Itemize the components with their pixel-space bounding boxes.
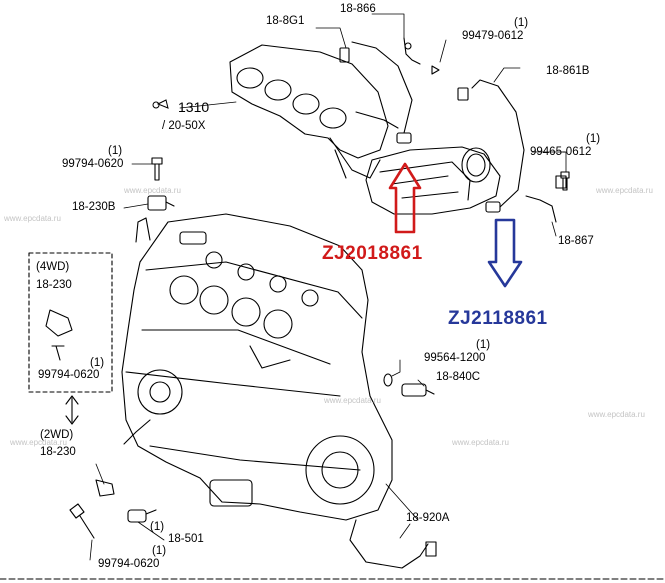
red-part-code: ZJ2018861 xyxy=(322,243,423,264)
label-99465-0612: 99465-0612 xyxy=(530,146,592,158)
leader-lines xyxy=(89,13,567,561)
label-20-50x: / 20-50X xyxy=(162,120,206,132)
label-4wd: (4WD) xyxy=(36,261,70,273)
bolt-top xyxy=(151,157,163,181)
watermark: www.epcdata.ru xyxy=(596,186,653,195)
red-arrow xyxy=(388,162,422,234)
exhaust-manifold xyxy=(229,44,399,179)
bolt-right xyxy=(560,171,570,191)
qty-99794-bot: (1) xyxy=(152,545,167,557)
qty-18-501: (1) xyxy=(150,521,165,533)
qty-99465: (1) xyxy=(586,133,601,145)
watermark: www.epcdata.ru xyxy=(10,438,67,447)
qty-99564: (1) xyxy=(476,339,491,351)
cam-position-sensor xyxy=(147,195,175,211)
label-99479-0612: 99479-0612 xyxy=(462,30,524,42)
label-99794-0620-top: 99794-0620 xyxy=(62,158,124,170)
label-18-230b: 18-230B xyxy=(72,201,116,213)
label-99794-0620-mid: 99794-0620 xyxy=(38,369,100,381)
label-18-230-2wd: 18-230 xyxy=(40,446,76,458)
watermark: www.epcdata.ru xyxy=(324,396,381,405)
label-18-8g1: 18-8G1 xyxy=(266,15,305,27)
4wd-box xyxy=(28,252,113,393)
swap-arrow xyxy=(65,395,79,425)
qty-99479: (1) xyxy=(514,17,529,29)
qty-99794-mid: (1) xyxy=(90,357,105,369)
blue-part-code: ZJ2118861 xyxy=(448,308,548,329)
qty-99794-top: (1) xyxy=(108,145,123,157)
temperature-sensor xyxy=(383,373,435,397)
label-18-861b: 18-861B xyxy=(546,65,590,77)
rear-oxygen-sensor xyxy=(457,79,525,213)
watermark: www.epcdata.ru xyxy=(4,214,61,223)
label-2wd: (2WD) xyxy=(40,429,74,441)
blue-arrow xyxy=(487,218,523,288)
label-18-866: 18-866 xyxy=(340,3,376,15)
bolt-bottom xyxy=(69,503,95,539)
rear-sensor-bracket xyxy=(525,175,567,223)
label-18-230-4wd: 18-230 xyxy=(36,279,72,291)
watermark: www.epcdata.ru xyxy=(452,438,509,447)
part-pointer-icon xyxy=(152,99,169,109)
label-99794-0620-bot: 99794-0620 xyxy=(98,558,160,570)
label-18-920a: 18-920A xyxy=(406,512,450,524)
crank-sensor-harness xyxy=(349,519,437,569)
crank-sensor-2wd xyxy=(95,479,115,497)
catalytic-converter xyxy=(365,146,501,215)
label-18-840c: 18-840C xyxy=(436,371,481,383)
sensor-bracket xyxy=(403,37,440,75)
label-18-501: 18-501 xyxy=(168,533,204,545)
knock-sensor xyxy=(127,509,157,523)
watermark: www.epcdata.ru xyxy=(124,186,181,195)
engine-block xyxy=(121,213,393,521)
front-oxygen-sensor xyxy=(339,41,413,144)
watermark: www.epcdata.ru xyxy=(588,410,645,419)
label-1310: 1310 xyxy=(178,99,210,115)
label-99564-1200: 99564-1200 xyxy=(424,352,486,364)
label-18-867: 18-867 xyxy=(558,235,594,247)
